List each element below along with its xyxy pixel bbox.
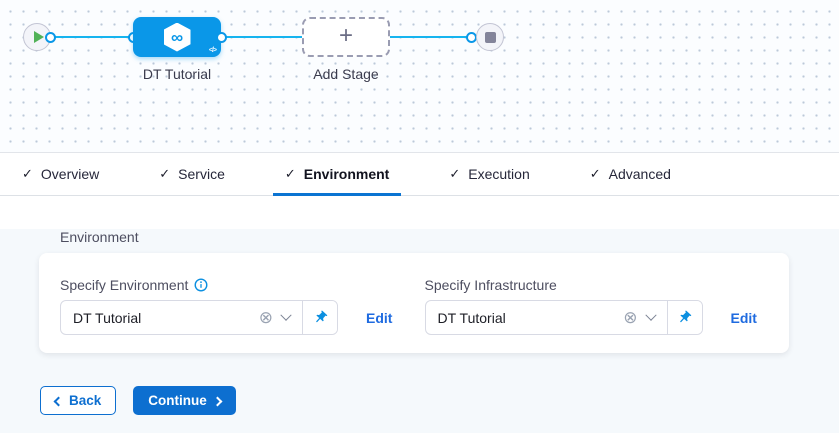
environment-card: Specify Environment DT Tutorial ⊗	[39, 253, 789, 353]
tab-label: Overview	[40, 166, 100, 182]
wizard-footer: Back Continue	[40, 386, 839, 415]
continue-button[interactable]: Continue	[133, 386, 236, 415]
stage-config-tabbar: ✓ Overview ✓ Service ✓ Environment ✓ Exe…	[0, 152, 839, 196]
check-icon: ✓	[284, 166, 296, 181]
add-stage-label: Add Stage	[313, 66, 379, 82]
pin-icon	[315, 310, 327, 323]
check-icon: ✓	[589, 166, 601, 181]
back-button-label: Back	[69, 393, 102, 408]
environment-field-label: Specify Environment	[60, 277, 189, 293]
tab-service[interactable]: ✓ Service	[147, 153, 237, 195]
tab-label: Execution	[468, 166, 530, 182]
check-icon: ✓	[449, 166, 461, 181]
stage-node-dt-tutorial[interactable]: ∞ </>	[133, 17, 221, 57]
tab-execution[interactable]: ✓ Execution	[437, 153, 541, 195]
pipeline-canvas: ∞ </> DT Tutorial + Add Stage	[0, 0, 839, 152]
connector-line	[48, 36, 135, 38]
stop-icon	[484, 31, 496, 43]
tab-overview[interactable]: ✓ Overview	[10, 153, 111, 195]
tab-label: Service	[178, 166, 225, 182]
plus-icon: +	[338, 21, 353, 49]
play-icon	[33, 31, 44, 43]
pin-icon	[680, 310, 692, 323]
continue-button-label: Continue	[148, 393, 207, 408]
infrastructure-field-label: Specify Infrastructure	[424, 277, 557, 293]
chevron-left-icon	[53, 396, 64, 406]
deploy-stage-icon: ∞	[163, 22, 191, 52]
tab-advanced[interactable]: ✓ Advanced	[578, 153, 683, 195]
add-stage-button[interactable]: +	[302, 17, 390, 57]
tab-label: Environment	[303, 166, 390, 182]
tab-environment[interactable]: ✓ Environment	[272, 153, 402, 196]
pin-button[interactable]	[666, 301, 702, 334]
connector-port	[216, 32, 227, 43]
chevron-right-icon	[212, 396, 223, 406]
clear-icon[interactable]: ⊗	[623, 308, 638, 327]
environment-field-group: Specify Environment DT Tutorial ⊗	[60, 277, 425, 353]
infrastructure-select-value: DT Tutorial	[437, 309, 506, 326]
environment-select-value: DT Tutorial	[73, 309, 142, 326]
check-icon: ✓	[159, 166, 171, 181]
infrastructure-edit-link[interactable]: Edit	[730, 309, 757, 326]
environment-tab-panel: Environment Specify Environment DT Tutor…	[0, 229, 839, 433]
info-icon[interactable]	[194, 278, 208, 292]
environment-edit-link[interactable]: Edit	[366, 309, 393, 326]
connector-port	[45, 32, 56, 43]
infrastructure-field-group: Specify Infrastructure DT Tutorial ⊗ Edi…	[424, 277, 790, 353]
connector-line	[219, 36, 304, 38]
back-button[interactable]: Back	[40, 386, 117, 415]
section-heading: Environment	[60, 229, 139, 245]
clear-icon[interactable]: ⊗	[258, 308, 273, 327]
pin-button[interactable]	[302, 301, 337, 334]
connector-line	[389, 36, 471, 38]
environment-select[interactable]: DT Tutorial ⊗	[60, 300, 338, 335]
chevron-down-icon[interactable]	[644, 309, 657, 321]
stage-node-label: DT Tutorial	[142, 66, 212, 82]
pipeline-end-node	[476, 23, 504, 51]
infrastructure-select[interactable]: DT Tutorial ⊗	[424, 300, 703, 335]
code-icon: </>	[208, 47, 217, 54]
chevron-down-icon[interactable]	[280, 309, 292, 321]
infinity-glyph: ∞	[170, 27, 184, 47]
check-icon: ✓	[22, 166, 33, 181]
tab-label: Advanced	[608, 166, 671, 182]
